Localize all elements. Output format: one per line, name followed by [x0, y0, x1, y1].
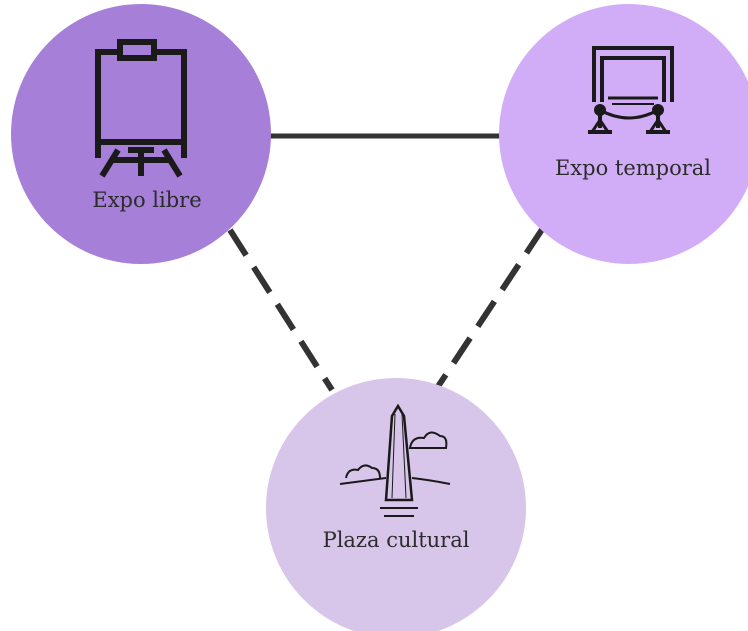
node-plaza-cultural[interactable]: Plaza cultural: [266, 378, 526, 631]
edge-expo-temporal-to-plaza-cultural: [434, 226, 546, 390]
exhibition-frame-icon: [588, 46, 674, 134]
node-expo-libre[interactable]: Expo libre: [11, 4, 271, 264]
easel-icon: [95, 39, 187, 178]
node-plaza-cultural-circle: [266, 378, 526, 631]
edge-expo-libre-to-plaza-cultural: [227, 228, 335, 392]
node-expo-libre-circle: [11, 4, 271, 264]
node-plaza-cultural-label: Plaza cultural: [323, 528, 470, 552]
node-expo-temporal[interactable]: Expo temporal: [499, 4, 748, 264]
obelisk-icon: [339, 403, 451, 517]
node-expo-temporal-circle: [499, 4, 748, 264]
node-expo-temporal-label: Expo temporal: [555, 156, 711, 180]
node-expo-libre-label: Expo libre: [92, 188, 201, 212]
